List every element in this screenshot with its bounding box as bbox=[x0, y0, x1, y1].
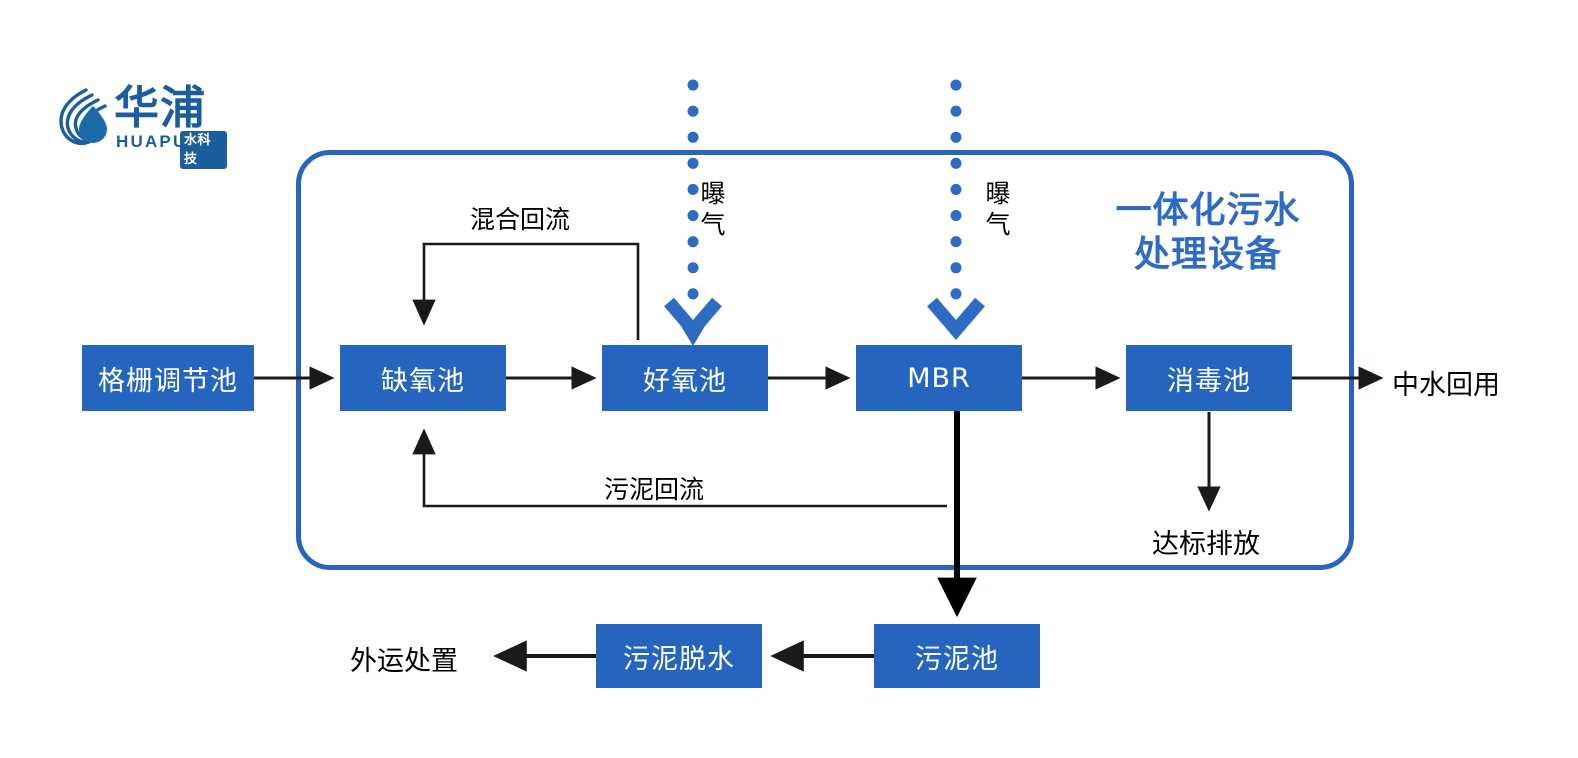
label-sludge-return: 污泥回流 bbox=[604, 475, 705, 504]
process-node-aerobic-tank[interactable]: 好氧池 bbox=[602, 345, 768, 411]
process-node-anoxic-tank[interactable]: 缺氧池 bbox=[340, 345, 506, 411]
process-node-grit-equalization[interactable]: 格栅调节池 bbox=[82, 345, 254, 411]
label-offsite-disposal: 外运处置 bbox=[350, 646, 458, 677]
label-aeration-2: 曝气 bbox=[985, 179, 1011, 239]
logo-badge: 水科技 bbox=[180, 131, 227, 169]
logo-name-en: HUAPU bbox=[116, 132, 188, 151]
process-node-disinfection-tank[interactable]: 消毒池 bbox=[1126, 345, 1292, 411]
process-node-sludge-tank[interactable]: 污泥池 bbox=[874, 624, 1040, 688]
equipment-title: 一体化污水 处理设备 bbox=[1088, 188, 1328, 276]
label-reclaimed-water-reuse: 中水回用 bbox=[1392, 370, 1500, 401]
equipment-title-line2: 处理设备 bbox=[1133, 233, 1282, 275]
label-mixed-liquor-return: 混合回流 bbox=[470, 205, 571, 234]
label-compliant-discharge: 达标排放 bbox=[1152, 529, 1260, 560]
process-node-sludge-dewatering[interactable]: 污泥脱水 bbox=[596, 624, 762, 688]
logo-name-cn: 华浦 bbox=[114, 81, 207, 134]
company-logo: 华浦 HUAPU 水科技 bbox=[52, 81, 227, 169]
label-aeration-1: 曝气 bbox=[700, 179, 726, 239]
equipment-title-line1: 一体化污水 bbox=[1115, 189, 1301, 231]
water-wave-droplet-icon bbox=[59, 88, 107, 146]
integrated-equipment-frame bbox=[296, 150, 1354, 570]
process-node-mbr[interactable]: MBR bbox=[856, 345, 1022, 411]
